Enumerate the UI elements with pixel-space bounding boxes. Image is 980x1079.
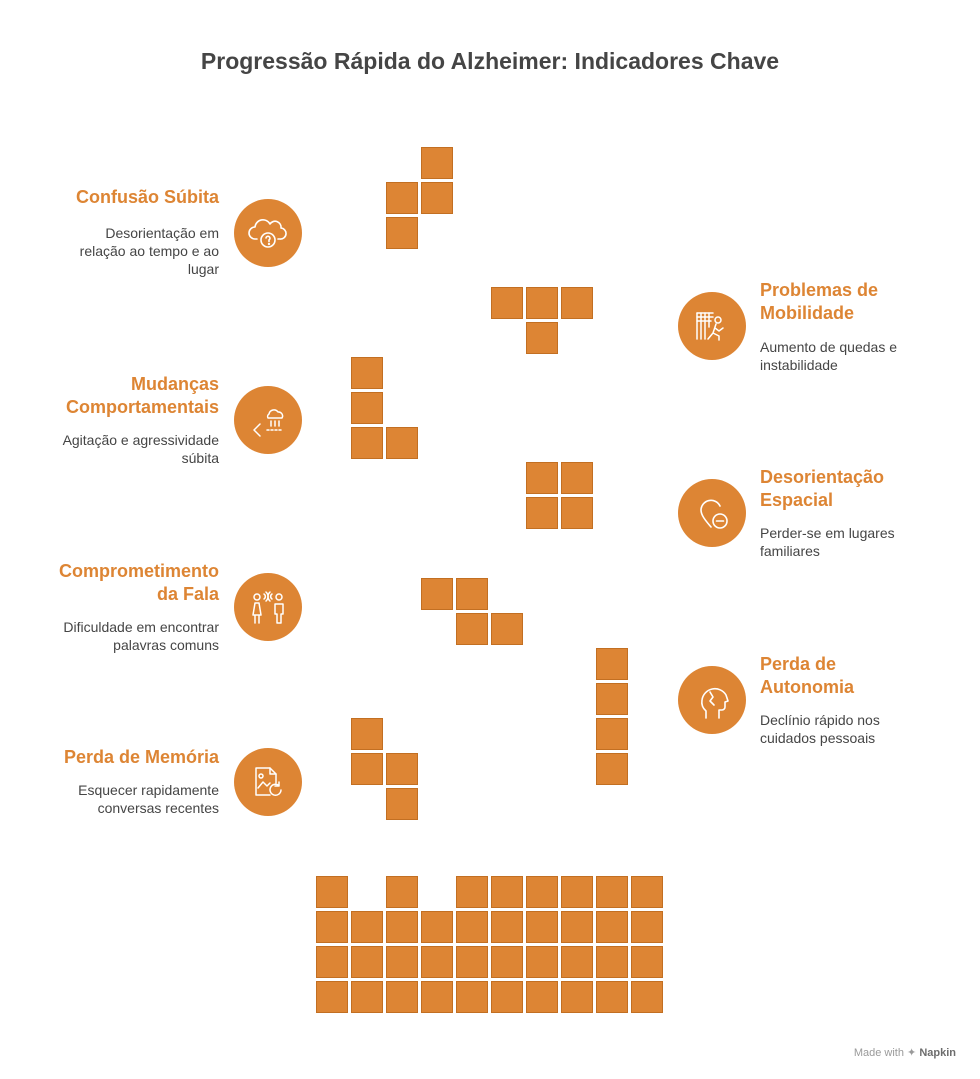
stack-block (631, 946, 663, 978)
stack-block (631, 876, 663, 908)
stack-block (421, 911, 453, 943)
stack-block (316, 876, 348, 908)
tetris-block (491, 287, 523, 319)
tetris-block (351, 392, 383, 424)
tetris-block (351, 427, 383, 459)
person-falling-icon (678, 292, 746, 360)
document-refresh-icon (234, 748, 302, 816)
stack-block (561, 911, 593, 943)
head-profile-icon (678, 666, 746, 734)
item-title: Mudanças Comportamentais (65, 374, 219, 417)
item-title: Confusão Súbita (76, 187, 219, 207)
tetris-block (456, 613, 488, 645)
footer-made-with: Made with (853, 1047, 904, 1059)
page-title: Progressão Rápida do Alzheimer: Indicado… (200, 48, 780, 74)
stack-block (351, 946, 383, 978)
tetris-block (386, 427, 418, 459)
item-title: Perda de Autonomia (760, 654, 854, 697)
stack-block (526, 911, 558, 943)
tetris-block (351, 357, 383, 389)
tetris-block (526, 497, 558, 529)
tetris-block (386, 182, 418, 214)
stack-block (421, 946, 453, 978)
item-description: Esquecer rapidamente conversas recentes (78, 782, 219, 816)
stack-block (631, 981, 663, 1013)
item-title: Problemas de Mobilidade (760, 280, 879, 323)
location-pin-minus-icon (678, 479, 746, 547)
stack-block (456, 981, 488, 1013)
stack-block (491, 946, 523, 978)
storm-cloud-icon (234, 386, 302, 454)
stack-block (491, 981, 523, 1013)
stack-block (631, 911, 663, 943)
tetris-block (596, 753, 628, 785)
stack-block (421, 981, 453, 1013)
stack-block (561, 876, 593, 908)
stack-block (596, 981, 628, 1013)
stack-block (526, 946, 558, 978)
tetris-block (526, 322, 558, 354)
stack-block (386, 876, 418, 908)
tetris-block (351, 718, 383, 750)
stack-block (561, 981, 593, 1013)
tetris-block (561, 287, 593, 319)
tetris-block (456, 578, 488, 610)
item-title: Comprometimento da Fala (58, 561, 219, 604)
tetris-block (421, 147, 453, 179)
tetris-block (386, 753, 418, 785)
stack-block (386, 911, 418, 943)
tetris-block (561, 462, 593, 494)
item-title: Desorientação Espacial (760, 467, 885, 510)
stack-block (386, 981, 418, 1013)
tetris-block (351, 753, 383, 785)
item-description: Perder-se em lugares familiares (760, 525, 895, 559)
tetris-block (526, 462, 558, 494)
stack-block (596, 911, 628, 943)
stack-block (596, 946, 628, 978)
made-with-napkin: Made with ✦ Napkin (854, 1046, 956, 1059)
cloud-question-icon (234, 199, 302, 267)
stack-block (456, 876, 488, 908)
stack-block (526, 981, 558, 1013)
item-title: Perda de Memória (63, 747, 219, 767)
stack-block (316, 911, 348, 943)
item-description: Aumento de quedas e instabilidade (760, 339, 897, 373)
stack-block (351, 911, 383, 943)
tetris-block (596, 683, 628, 715)
item-description: Agitação e agressividade súbita (62, 432, 219, 466)
stack-block (456, 911, 488, 943)
stack-block (316, 981, 348, 1013)
tetris-block (421, 578, 453, 610)
item-description: Declínio rápido nos cuidados pessoais (760, 712, 880, 746)
tetris-block (386, 217, 418, 249)
item-description: Dificuldade em encontrar palavras comuns (63, 619, 219, 653)
tetris-block (596, 648, 628, 680)
tetris-block (421, 182, 453, 214)
tetris-block (596, 718, 628, 750)
stack-block (316, 946, 348, 978)
tetris-block (386, 788, 418, 820)
tetris-block (526, 287, 558, 319)
stack-block (491, 876, 523, 908)
napkin-logo-icon: ✦ (907, 1047, 917, 1059)
tetris-block (491, 613, 523, 645)
two-people-speaking-icon (234, 573, 302, 641)
stack-block (526, 876, 558, 908)
footer-brand: Napkin (919, 1047, 956, 1059)
stack-block (386, 946, 418, 978)
stack-block (456, 946, 488, 978)
stack-block (491, 911, 523, 943)
stack-block (596, 876, 628, 908)
stack-block (561, 946, 593, 978)
item-description: Desorientação em relação ao tempo e ao l… (79, 225, 219, 277)
tetris-block (561, 497, 593, 529)
stack-block (351, 981, 383, 1013)
